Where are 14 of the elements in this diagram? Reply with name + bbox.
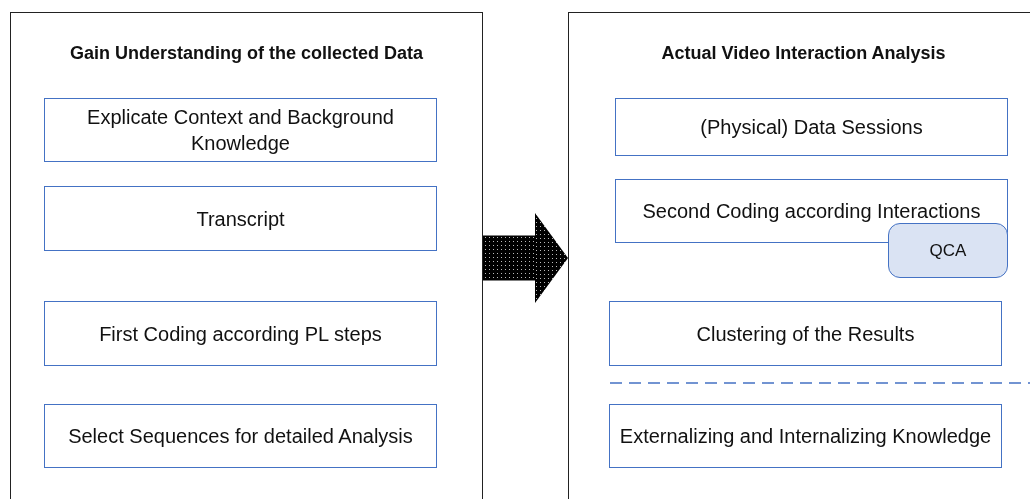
process-box: (Physical) Data Sessions	[615, 98, 1008, 156]
panel-heading: Gain Understanding of the collected Data	[68, 43, 425, 64]
panel-heading: Actual Video Interaction Analysis	[660, 43, 947, 64]
process-box: Transcript	[44, 186, 437, 251]
process-box: Explicate Context and Background Knowledge	[44, 98, 437, 162]
process-box: Externalizing and Internalizing Knowledge	[609, 404, 1002, 468]
tag-box: QCA	[888, 223, 1008, 278]
panel-frame	[10, 12, 483, 499]
process-box: Clustering of the Results	[609, 301, 1002, 366]
panel-frame	[568, 12, 1030, 499]
process-box: First Coding according PL steps	[44, 301, 437, 366]
block-arrow	[483, 213, 568, 303]
process-box: Select Sequences for detailed Analysis	[44, 404, 437, 468]
process-box: Second Coding according Interactions	[615, 179, 1008, 243]
